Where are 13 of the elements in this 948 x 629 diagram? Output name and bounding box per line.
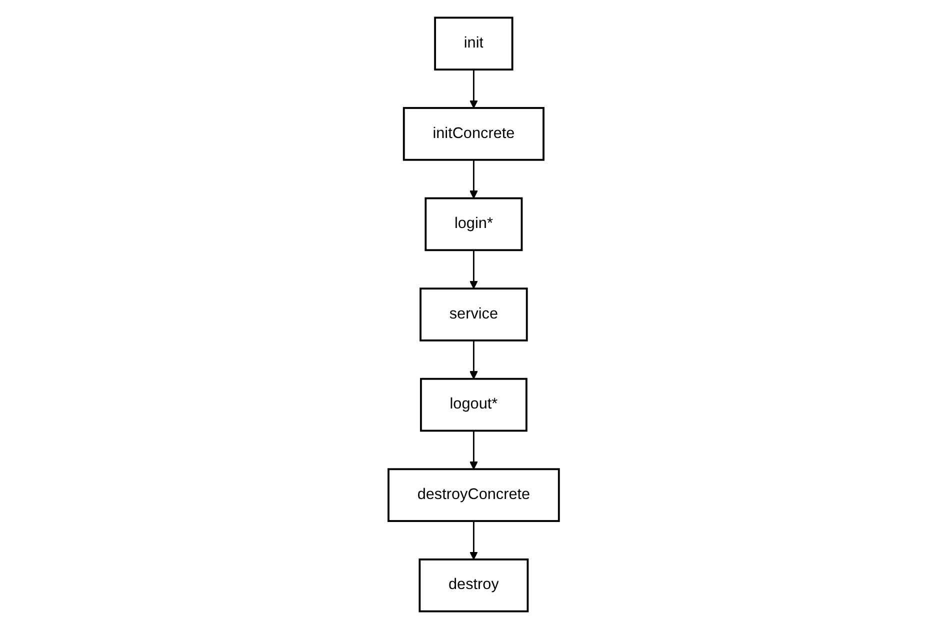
node-box: logout* <box>420 378 528 432</box>
arrow <box>470 160 478 199</box>
node-box: destroy <box>419 558 529 612</box>
node-box: login* <box>425 197 523 252</box>
arrow <box>470 521 478 560</box>
node-box: destroyConcrete <box>388 468 560 522</box>
arrow <box>470 340 478 380</box>
node-box: service <box>420 288 528 342</box>
arrow <box>470 430 478 470</box>
node-box: init <box>434 16 514 71</box>
arrow <box>470 250 478 289</box>
arrow <box>470 70 478 108</box>
node-box: initConcrete <box>403 107 545 161</box>
